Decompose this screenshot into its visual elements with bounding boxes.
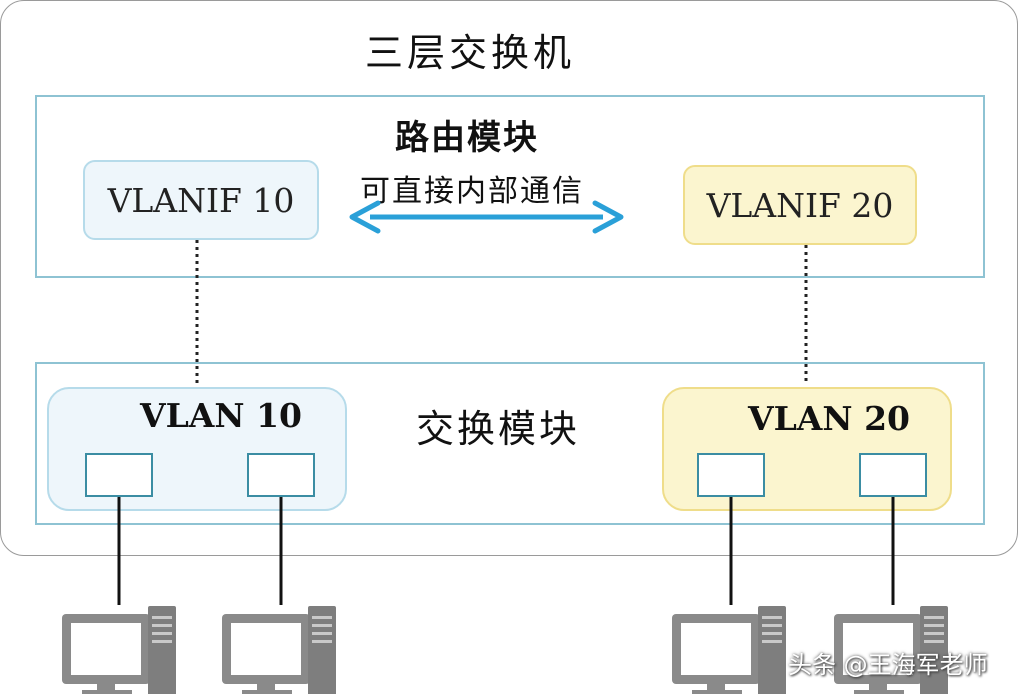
computer-icon [672,606,786,694]
watermark: 头条 @王海军老师 [788,651,988,679]
direct-communication-label: 可直接内部通信 [360,174,584,209]
double-arrow-icon [349,200,624,234]
diagram-title: 三层交换机 [365,31,576,75]
switching-module-title: 交换模块 [416,407,581,451]
vlanif-20-label: VLANIF 20 [706,185,894,225]
routing-module-title: 路由模块 [395,118,539,158]
vlanif-10-label: VLANIF 10 [107,180,295,220]
vlan-10-label: VLAN 10 [140,396,302,435]
vlan-20-port-2 [859,453,927,497]
vlan-20-label: VLAN 20 [748,399,910,438]
vlan-10-port-1 [85,453,153,497]
vlanif-10-box: VLANIF 10 [83,160,319,240]
vlanif-20-box: VLANIF 20 [683,165,917,245]
vlan-10-port-2 [247,453,315,497]
vlan-20-port-1 [697,453,765,497]
computer-icon [62,606,176,694]
computer-icon [222,606,336,694]
